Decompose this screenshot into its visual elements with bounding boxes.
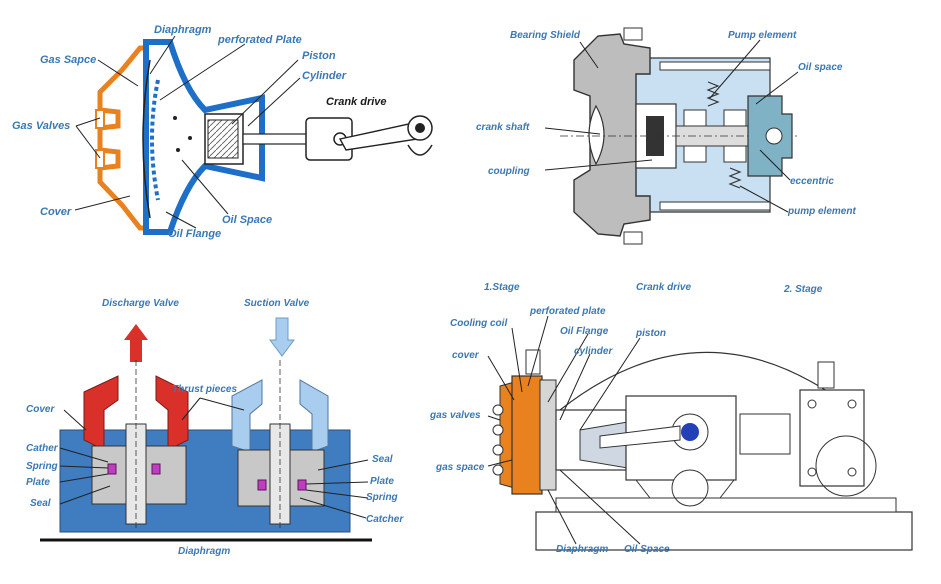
label-oil-flange-br: Oil Flange — [560, 326, 609, 337]
label-suction-valve: Suction Valve — [244, 298, 310, 309]
label-oil-space: Oil Space — [222, 214, 273, 226]
label-piston: Piston — [302, 50, 336, 62]
label-spring-right: Spring — [366, 492, 398, 503]
label-seal-right: Seal — [372, 454, 393, 465]
label-cather: Cather — [26, 443, 58, 454]
two-stage-compressor — [487, 315, 913, 551]
diaphragm-head-cross-section — [74, 35, 433, 235]
stage-1-head — [511, 375, 543, 495]
label-cover: Cover — [40, 206, 72, 218]
label-gas-valves-br: gas valves — [430, 410, 481, 421]
piston-shape — [207, 119, 239, 159]
label-crank-shaft: crank shaft — [476, 122, 530, 133]
label-pump-element-top: Pump element — [728, 30, 797, 41]
label-gas-space: Gas Sapce — [40, 54, 97, 66]
crank-housing-cross-section — [544, 27, 800, 245]
label-stage-2: 2. Stage — [784, 284, 823, 295]
label-gas-valves: Gas Valves — [12, 120, 71, 132]
label-perforated-plate-br: perforated plate — [530, 306, 606, 317]
label-cover-br: cover — [452, 350, 479, 361]
label-thrust-pieces: Thrust pieces — [172, 384, 238, 395]
label-cover-bl: Cover — [26, 404, 55, 415]
label-stage-1: 1.Stage — [484, 282, 520, 293]
label-diaphragm-br: Diaphragm — [556, 544, 609, 555]
label-oil-space-top-right: Oil space — [798, 62, 843, 73]
label-plate-right: Plate — [370, 476, 394, 487]
valves-cross-section — [40, 317, 372, 542]
label-crank-drive: Crank drive — [326, 96, 387, 108]
perforated-plate-shape — [150, 79, 160, 201]
oil-flange-shape — [143, 39, 265, 235]
label-cooling-coil: Cooling coil — [450, 318, 508, 329]
label-cylinder-br: cylinder — [574, 346, 613, 357]
label-eccentric: eccentric — [790, 176, 834, 187]
label-crank-drive-br: Crank drive — [636, 282, 692, 293]
label-pump-element-bottom: pump element — [788, 206, 856, 217]
suction-arrow — [269, 317, 295, 357]
label-seal-left: Seal — [30, 498, 51, 509]
cover-shape — [97, 45, 151, 231]
label-cylinder: Cylinder — [302, 70, 347, 82]
diaphragm-line — [142, 59, 151, 219]
label-gas-space-br: gas space — [436, 462, 485, 473]
label-spring-left: Spring — [26, 461, 58, 472]
label-discharge-valve: Discharge Valve — [102, 298, 179, 309]
label-perforated-plate: perforated Plate — [218, 34, 302, 46]
bearing-shield-shape — [573, 33, 651, 237]
label-piston-br: piston — [636, 328, 666, 339]
label-coupling: coupling — [488, 166, 530, 177]
label-diaphragm-bl: Diaphragm — [178, 546, 231, 557]
label-oil-flange: Oil Flange — [168, 228, 222, 240]
label-oil-space-br: Oil Space — [624, 544, 670, 555]
label-bearing-shield: Bearing Shield — [510, 30, 581, 41]
label-catcher: Catcher — [366, 514, 404, 525]
label-plate-left: Plate — [26, 477, 50, 488]
label-diaphragm: Diaphragm — [154, 24, 212, 36]
discharge-arrow — [124, 324, 148, 362]
